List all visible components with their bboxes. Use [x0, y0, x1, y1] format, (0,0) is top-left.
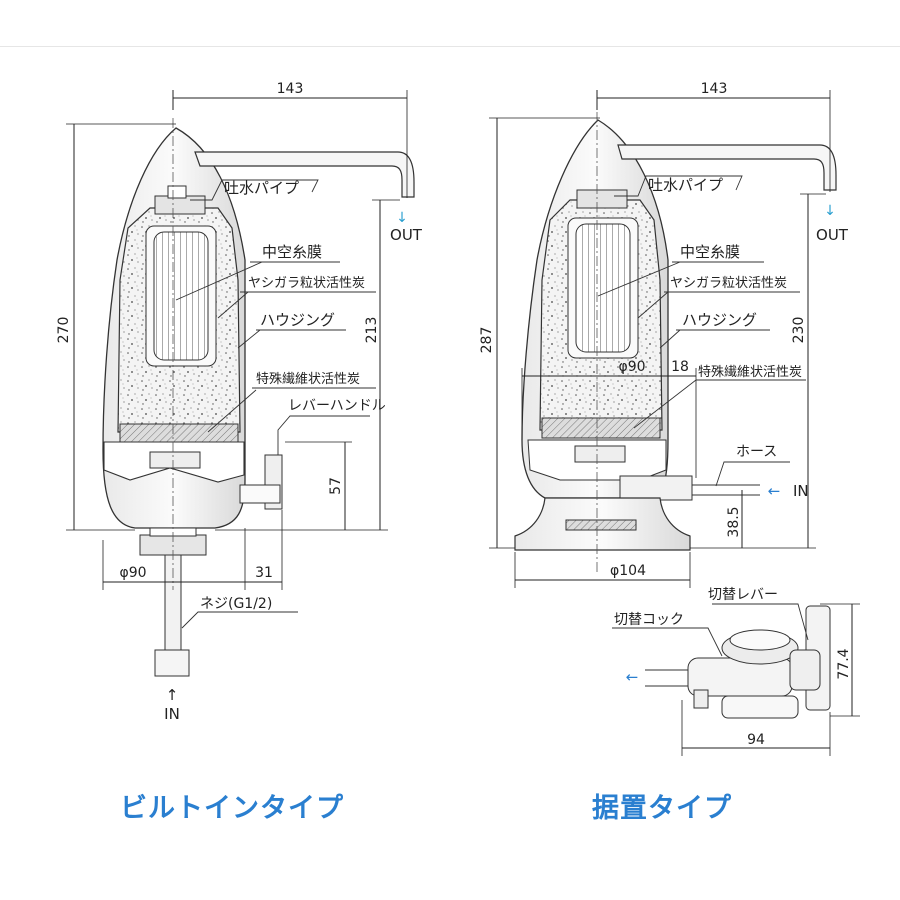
- builtin-label-in: IN: [164, 705, 180, 723]
- countertop-cap: [576, 189, 628, 209]
- builtin-label-out: OUT: [390, 226, 423, 244]
- countertop-caption: 据置タイプ: [592, 793, 732, 824]
- countertop-label-hose: ホース: [736, 444, 777, 460]
- builtin-label-thread: ネジ(G1/2): [200, 596, 272, 612]
- countertop-out-arrow: ↓: [824, 203, 836, 219]
- builtin-fiber-carbon: [119, 423, 239, 443]
- countertop-hose-fitting: [619, 475, 693, 501]
- countertop-dim-offset: 18: [671, 359, 689, 375]
- builtin-out-arrow: ↓: [396, 210, 408, 226]
- top-divider: [0, 46, 900, 47]
- builtin-label-spout-pipe: 吐水パイプ: [224, 179, 299, 197]
- switch-cock-unit: [645, 605, 831, 719]
- builtin-dim-lever: 57: [328, 477, 344, 495]
- countertop-label-hollow-fiber: 中空糸膜: [680, 243, 740, 261]
- switch-cock-lever: [789, 649, 821, 691]
- countertop-in-arrow: ←: [768, 482, 781, 500]
- countertop-label-spout-pipe: 吐水パイプ: [648, 176, 723, 194]
- countertop-dim-width: 143: [701, 81, 728, 97]
- switch-cock-label-cock: 切替コック: [614, 612, 684, 628]
- builtin-caption: ビルトインタイプ: [120, 793, 344, 824]
- switch-cock-lower: [721, 695, 799, 719]
- countertop-labels: 吐水パイプ 中空糸膜 ヤシガラ粒状活性炭 ハウジング 特殊繊維状活性炭 ホース …: [597, 175, 849, 500]
- countertop-dim-height: 287: [479, 327, 495, 354]
- countertop-stand-grille: [565, 519, 637, 531]
- countertop-valve: [574, 445, 626, 463]
- builtin-spout-pipe: [194, 151, 415, 198]
- countertop-label-out: OUT: [816, 226, 849, 244]
- switch-cock-knob-top: [729, 629, 791, 651]
- countertop-label-fiber-carbon: 特殊繊維状活性炭: [698, 364, 802, 380]
- builtin-dimensions: 143 270 213 57 φ90 31: [56, 81, 408, 590]
- switch-cock-outlet: [693, 689, 709, 709]
- builtin-dim-diameter: φ90: [119, 565, 146, 581]
- builtin-cap-nozzle: [167, 185, 187, 199]
- switch-cock-dim-width: 94: [747, 732, 765, 748]
- builtin-inlet-nut: [154, 649, 190, 677]
- builtin-label-coconut-carbon: ヤシガラ粒状活性炭: [248, 276, 365, 291]
- countertop-dim-hose-height: 38.5: [726, 506, 742, 537]
- countertop-dimensions: 143 287 230 φ90 18 38.5 φ104: [479, 81, 831, 588]
- builtin-label-hollow-fiber: 中空糸膜: [262, 243, 322, 261]
- builtin-cap: [154, 195, 206, 215]
- countertop-label-in: IN: [793, 482, 809, 500]
- builtin-lever-arm: [239, 484, 281, 504]
- countertop-spout-pipe: [617, 144, 837, 191]
- builtin-labels: 吐水パイプ 中空糸膜 ヤシガラ粒状活性炭 ハウジング 特殊繊維状活性炭 レバーハ…: [164, 179, 423, 723]
- builtin-dim-height: 270: [56, 317, 72, 344]
- builtin-dim-lever-offset: 31: [255, 565, 273, 581]
- builtin-label-lever-handle: レバーハンドル: [288, 398, 386, 414]
- countertop-label-housing: ハウジング: [682, 311, 757, 329]
- builtin-valve: [149, 451, 201, 469]
- builtin-dim-width: 143: [277, 81, 304, 97]
- countertop-hollow-fiber: [575, 223, 631, 353]
- countertop-label-coconut-carbon: ヤシガラ粒状活性炭: [670, 276, 787, 291]
- builtin-unit: [102, 118, 415, 677]
- countertop-dim-base-diameter: φ104: [610, 563, 646, 579]
- countertop-fiber-carbon: [541, 417, 661, 439]
- switch-cock-label-lever: 切替レバー: [708, 587, 778, 603]
- builtin-label-housing: ハウジング: [260, 311, 335, 329]
- countertop-dim-diameter: φ90: [618, 359, 645, 375]
- builtin-hollow-fiber: [153, 231, 209, 361]
- switch-cock-out-arrow: ←: [626, 668, 639, 686]
- switch-cock-dimensions: 94 77.4: [681, 603, 860, 756]
- switch-cock-dim-height: 77.4: [836, 648, 852, 679]
- builtin-in-arrow: ↑: [166, 686, 179, 704]
- countertop-unit: [514, 112, 837, 575]
- countertop-dim-out-height: 230: [791, 317, 807, 344]
- switch-cock-labels: 切替レバー 切替コック ←: [612, 587, 809, 686]
- builtin-label-fiber-carbon: 特殊繊維状活性炭: [256, 371, 360, 387]
- builtin-dim-out-height: 213: [364, 317, 380, 344]
